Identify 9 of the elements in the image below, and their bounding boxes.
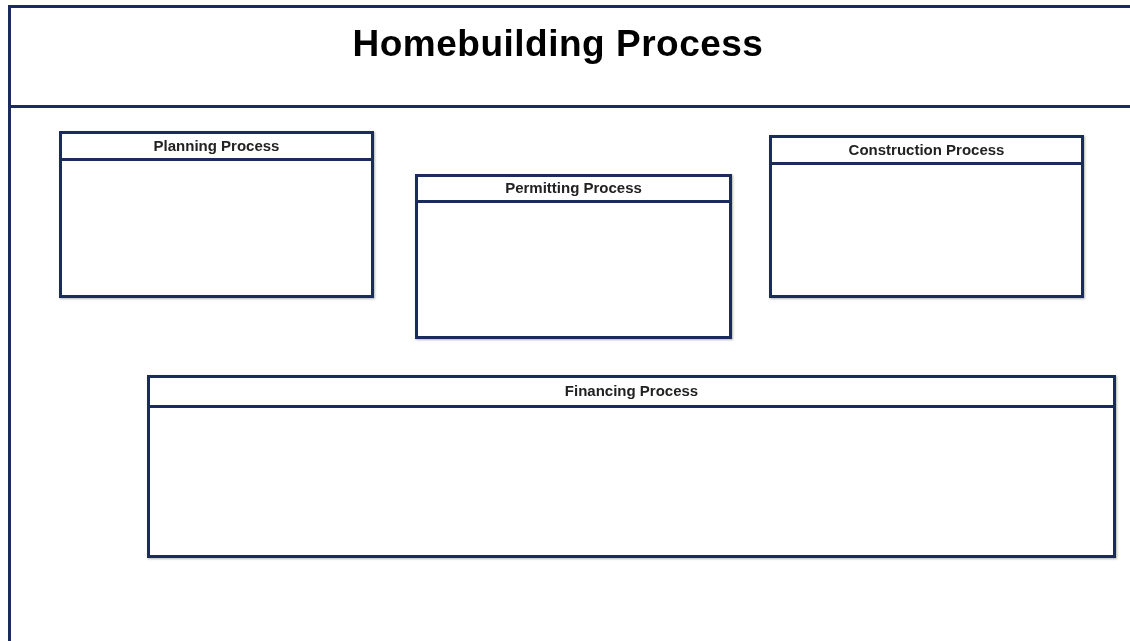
process-box <box>147 375 1116 558</box>
box-heading: Financing Process <box>564 381 699 402</box>
process-box <box>769 135 1084 298</box>
title: Homebuilding Process <box>352 22 764 66</box>
box-heading: Construction Process <box>848 139 1005 160</box>
process-box <box>415 174 732 339</box>
process-box <box>59 131 374 298</box>
box-heading: Planning Process <box>153 135 280 156</box>
box-heading: Permitting Process <box>505 178 642 199</box>
